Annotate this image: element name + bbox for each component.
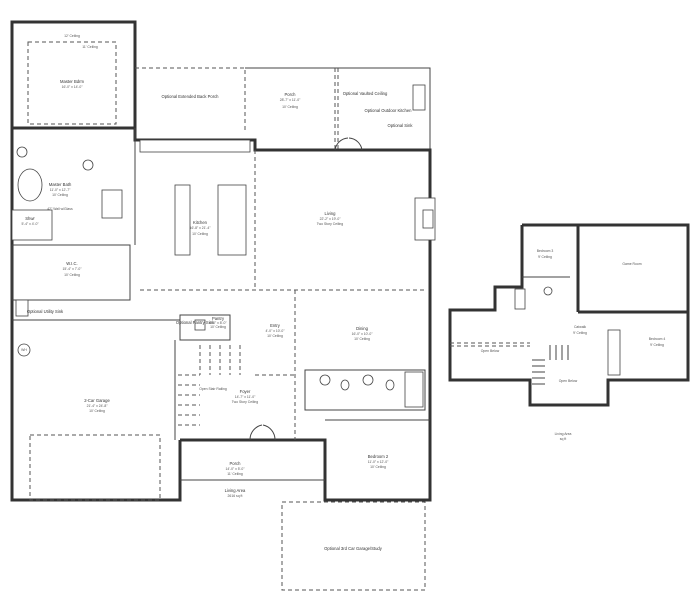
second-floor-labels: Bedroom 3 9' Ceiling Game Room Catwalk 9… <box>481 249 666 441</box>
room-name-bedroom-4: Bedroom 4 <box>649 337 666 341</box>
room-ceiling: 10' Ceiling <box>89 409 105 413</box>
label-optional-outdoor-kitchen: Optional Outdoor Kitchen <box>364 108 412 113</box>
room-ceiling: 10' Ceiling <box>267 334 283 338</box>
living-area-label: Living Area <box>225 488 246 493</box>
room-name-master-bath: Master Bath <box>49 182 72 187</box>
room-dims: 16'-8" x 21'-4" <box>190 226 212 230</box>
room-name-master-bdrm: Master Bdrm <box>60 79 84 84</box>
upper-living-area-label: Living Area <box>555 432 572 436</box>
room-dims: 4'-0" x 10'-0" <box>266 329 286 333</box>
room-ceiling: 11' Ceiling <box>227 472 243 476</box>
room-dims: 14'-0" x 5'-0" <box>226 467 246 471</box>
label-open-stair-railing: Open Stair Railing <box>199 387 227 391</box>
room-ceiling: 9' Ceiling <box>538 255 552 259</box>
stairs <box>178 345 241 426</box>
room-name-porch: Porch <box>285 92 297 97</box>
room-dims: 16'-0" x 14'-0" <box>62 85 84 89</box>
room-ceiling: 10' Ceiling <box>354 337 370 341</box>
room-name-optional-3rd-car: Optional 3rd Car Garage/Study <box>324 546 383 551</box>
upper-stairs <box>532 345 569 385</box>
room-dims: 11'-0" x 12'-7" <box>50 188 71 192</box>
room-name-game-room: Game Room <box>622 262 641 266</box>
label-optional-sink: Optional Sink <box>388 123 414 128</box>
room-ceiling: 9' Ceiling <box>573 331 587 335</box>
room-dims: 11'-0" x 12'-0" <box>368 460 389 464</box>
room-name-entry: Entry <box>270 323 281 328</box>
room-name-bedroom-3: Bedroom 3 <box>537 249 554 253</box>
first-floor-labels: 12' Ceiling 11' Ceiling Master Bdrm 16'-… <box>21 34 413 551</box>
room-ceiling: Two Story Ceiling <box>317 222 343 226</box>
room-ceiling: 12' Ceiling <box>64 34 80 38</box>
room-ceiling: 10' Ceiling <box>52 193 68 197</box>
label-optional-pantry-sink: Optional Pantry Sink <box>176 320 215 325</box>
room-name-front-porch: Porch <box>230 461 242 466</box>
living-area-value: 2616 sq ft <box>228 494 243 498</box>
upper-living-area-value: sq ft <box>560 437 566 441</box>
room-ceiling: 10' Ceiling <box>370 465 386 469</box>
room-name-open-below: Open Below <box>481 349 500 353</box>
room-name-wic: W.I.C. <box>66 261 77 266</box>
label-optional-utility-sink: Optional Utility Sink <box>27 309 64 314</box>
room-name-kitchen: Kitchen <box>193 220 208 225</box>
label-optional-vaulted-ceiling: Optional Vaulted Ceiling <box>343 91 388 96</box>
room-ceiling: 10' Ceiling <box>282 105 298 109</box>
room-ceiling: 9' Ceiling <box>650 343 664 347</box>
room-dims: 14'-7" x 11'-0" <box>235 395 256 399</box>
room-name-dining: Dining <box>356 326 369 331</box>
room-name-back-porch: Optional Extended Back Porch <box>161 94 219 99</box>
water-heater-label: WH <box>21 348 27 352</box>
room-dims: 6'-0" x 8'-0" <box>209 321 227 325</box>
room-name-pantry: Pantry <box>212 316 225 321</box>
room-ceiling: 10' Ceiling <box>210 325 226 329</box>
room-name-shower: Shwr <box>25 216 35 221</box>
room-dims: 21'-4" x 24'-8" <box>87 404 109 408</box>
room-ceiling: Two Story Ceiling <box>232 400 258 404</box>
room-dims: 15'-4" x 7'-0" <box>63 267 83 271</box>
room-name-open-below: Open Below <box>559 379 578 383</box>
second-floor-plan <box>448 223 690 407</box>
room-ceiling: 10' Ceiling <box>64 273 80 277</box>
room-name-living: Living <box>325 211 337 216</box>
room-name-foyer: Foyer <box>240 389 251 394</box>
room-dims: 5'-4" x 4'-0" <box>21 222 39 226</box>
room-name-bedroom-2: Bedroom 2 <box>368 454 389 459</box>
room-name-catwalk: Catwalk <box>574 325 586 329</box>
room-name-garage: 2-Car Garage <box>84 398 110 403</box>
room-ceiling: 10' Ceiling <box>192 232 208 236</box>
room-ceiling: 11' Ceiling <box>82 45 98 49</box>
label-wall-glass: 42" Wall w/Glass <box>47 207 73 211</box>
room-dims: 16'-0" x 10'-0" <box>352 332 374 336</box>
first-floor-plan <box>10 20 436 591</box>
room-dims: 22'-2" x 19'-0" <box>320 217 342 221</box>
room-dims: 28'-7" x 11'-0" <box>280 98 301 102</box>
